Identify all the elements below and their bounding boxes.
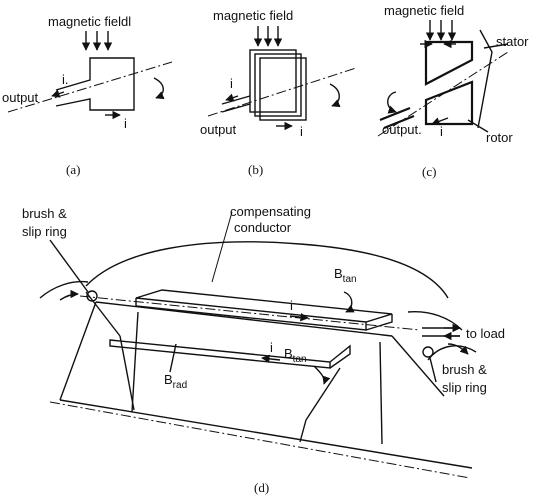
panel-b-field-label: magnetic field [213, 8, 293, 23]
panel-d-current-mid: i [270, 340, 273, 355]
panel-a-caption: (a) [66, 162, 80, 177]
panel-c-rotor-label: rotor [486, 130, 513, 145]
panel-d-brush-left-line-2: slip ring [22, 224, 67, 239]
panel-b-current-label-2: i [300, 124, 303, 139]
panel-b-output-label: output [200, 122, 237, 137]
panel-d-brad: Brad [164, 372, 187, 391]
panel-d-to-load: to load [466, 326, 505, 341]
panel-d-btan-mid: Btan [284, 346, 307, 365]
panel-c: magnetic field stator rotor output. i (c… [377, 3, 529, 179]
panel-d-btan-top-arrow [343, 291, 355, 313]
panel-c-current-label: i [440, 124, 443, 139]
panel-d-btan-mid-arrow [313, 365, 331, 385]
panel-a: magnetic fieldl i. output i (a) [2, 14, 173, 177]
panel-d-comp-leader [211, 211, 233, 283]
panel-a-current-label: i. [62, 72, 69, 87]
panel-b-caption: (b) [248, 162, 263, 177]
panel-a-output-label: output [2, 90, 39, 105]
panel-a-field-label: magnetic fieldl [48, 14, 131, 29]
panel-d: brush & slip ring compensating conductor [22, 204, 505, 495]
panel-d-current-top: i [290, 298, 293, 313]
panel-a-current-label-2: i [124, 116, 127, 131]
panel-d-brush-right-line-2: slip ring [442, 380, 487, 395]
panel-c-field-label: magnetic field [384, 3, 464, 18]
panel-d-comp-line-2: conductor [234, 220, 292, 235]
panel-d-btan-top: Btan [334, 266, 357, 285]
panel-b-coil [207, 49, 357, 131]
panel-c-stator-label: stator [496, 34, 529, 49]
panel-d-brush-left-line-1: brush & [22, 206, 67, 221]
panel-a-field-arrows [81, 31, 113, 51]
panel-b-field-arrows [253, 26, 283, 47]
panel-b-current-label: i [230, 76, 233, 91]
panel-d-right-brush [422, 323, 469, 383]
panel-d-drum [39, 241, 477, 479]
panel-d-left-brush [49, 239, 98, 302]
panel-c-field-arrows [425, 20, 457, 41]
panel-d-brad-leader [169, 343, 177, 373]
panel-d-compensating-conductor [79, 289, 421, 331]
panel-d-comp-line-1: compensating [230, 204, 311, 219]
panel-d-brush-right-line-1: brush & [442, 362, 487, 377]
panel-d-main-conductor [109, 339, 351, 369]
panel-c-machine [377, 29, 509, 137]
panel-c-output-label: output. [382, 122, 422, 137]
panel-c-caption: (c) [422, 164, 436, 179]
panel-b: magnetic field i output i (b) [200, 8, 357, 177]
panel-a-coil [7, 57, 173, 120]
panel-d-caption: (d) [254, 480, 269, 495]
